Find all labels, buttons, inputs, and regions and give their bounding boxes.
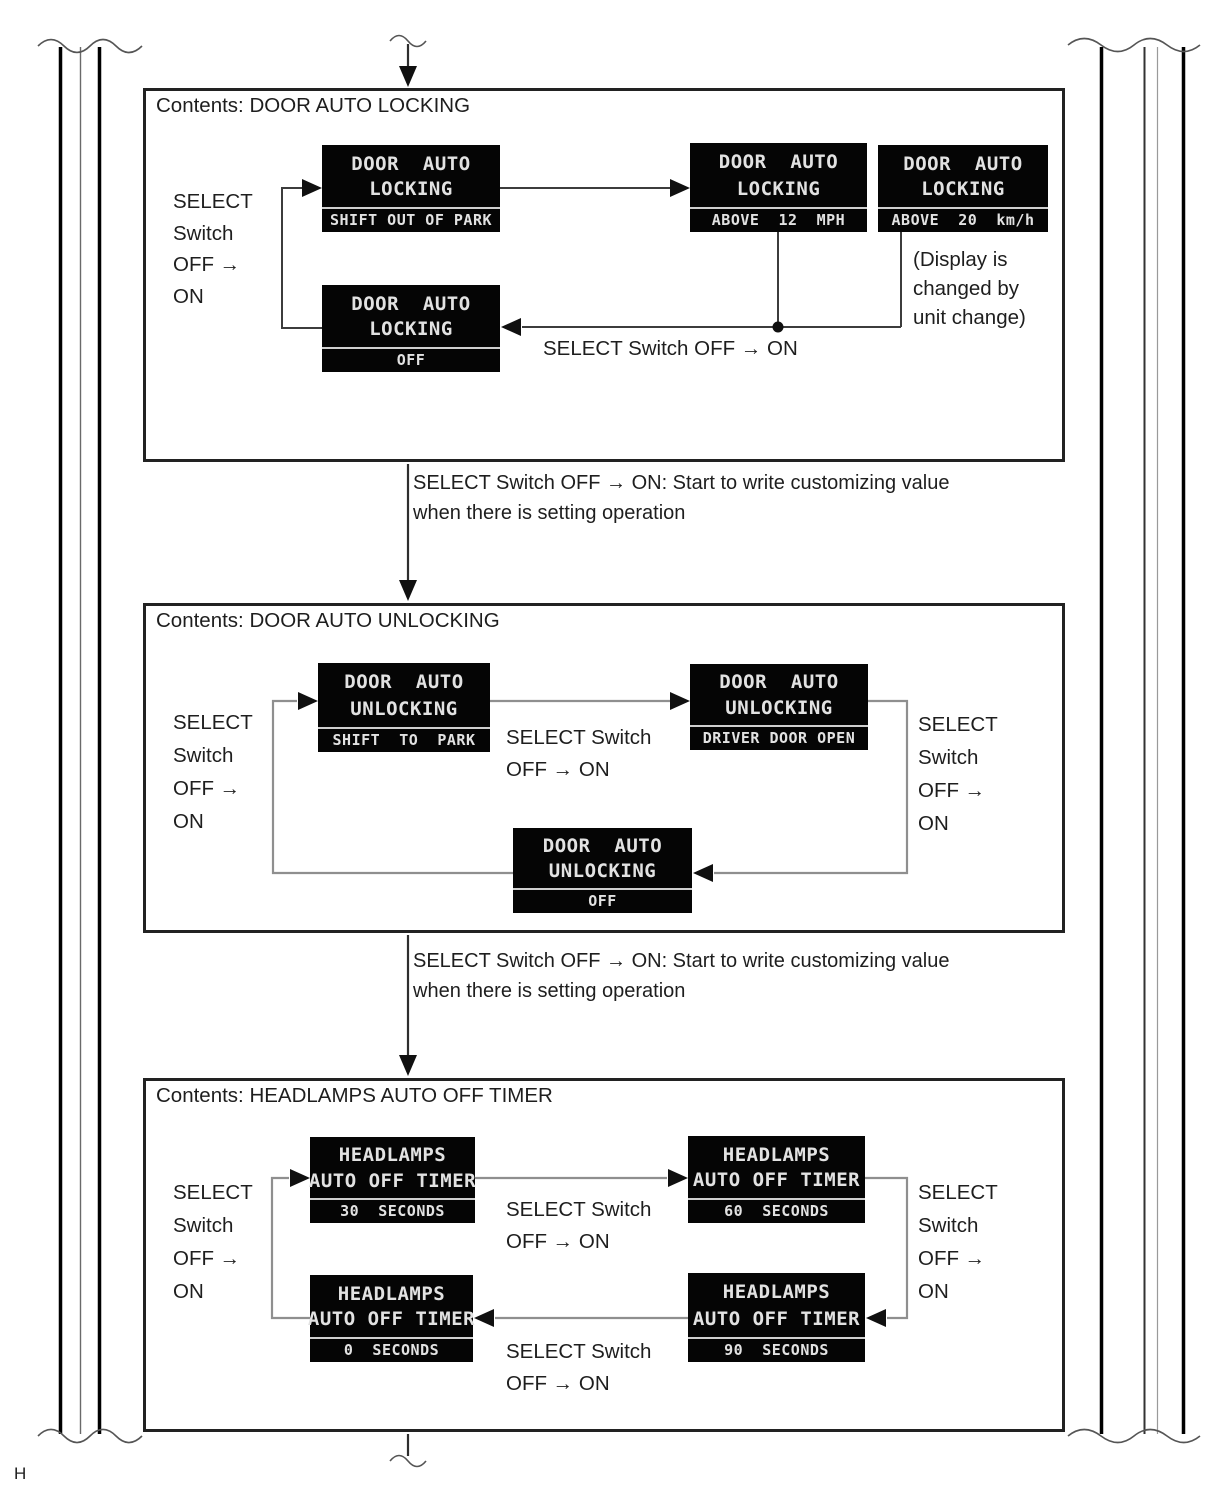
box-headlamps-auto-off-timer xyxy=(143,1078,1065,1432)
select-switch-label: SELECT Switch OFF → ON xyxy=(506,726,652,781)
arrow-right-icon xyxy=(670,692,690,710)
display-line: DOOR AUTO xyxy=(344,671,464,694)
lcd-display: DOOR AUTO LOCKING OFF xyxy=(322,285,500,372)
lcd-display: HEADLAMPS AUTO OFF TIMER 0 SECONDS xyxy=(307,1275,476,1362)
break-squiggle-icon xyxy=(1067,1428,1201,1444)
display-line: HEADLAMPS xyxy=(722,1281,831,1304)
lcd-display: DOOR AUTO UNLOCKING DRIVER DOOR OPEN xyxy=(690,664,868,750)
break-squiggle-icon xyxy=(1067,37,1201,53)
display-line: AUTO OFF TIMER xyxy=(692,1307,861,1330)
arrow-right-icon xyxy=(290,1169,310,1187)
display-line: LOCKING xyxy=(736,177,821,200)
lcd-display: HEADLAMPS AUTO OFF TIMER 90 SECONDS xyxy=(688,1273,865,1362)
display-line: DOOR AUTO xyxy=(718,151,839,174)
junction-dot xyxy=(772,321,784,333)
arrow-left-icon xyxy=(693,864,713,882)
display-line: UNLOCKING xyxy=(725,696,833,719)
unit-change-note: (Display is changed by unit change) xyxy=(913,248,1026,329)
display-value: DRIVER DOOR OPEN xyxy=(702,729,856,747)
display-value: SHIFT TO PARK xyxy=(332,731,476,749)
lcd-display: DOOR AUTO LOCKING SHIFT OUT OF PARK xyxy=(322,145,500,232)
flow-spine xyxy=(389,34,427,1468)
display-value: ABOVE 12 MPH xyxy=(711,211,846,229)
display-line: AUTO OFF TIMER xyxy=(308,1169,477,1192)
connectors-box2 xyxy=(271,692,909,882)
select-switch-label: SELECT Switch OFF → ON xyxy=(543,337,798,360)
display-line: HEADLAMPS xyxy=(722,1143,831,1166)
arrow-right-icon xyxy=(298,692,318,710)
lcd-display: HEADLAMPS AUTO OFF TIMER 30 SECONDS xyxy=(308,1137,477,1223)
arrow-right-icon xyxy=(302,179,322,197)
lcd-display: HEADLAMPS AUTO OFF TIMER 60 SECONDS xyxy=(688,1136,865,1223)
break-squiggle-icon xyxy=(389,34,427,48)
display-value: 0 SECONDS xyxy=(343,1341,440,1359)
display-line: AUTO OFF TIMER xyxy=(307,1308,476,1331)
display-line: DOOR AUTO xyxy=(351,152,471,175)
box-door-auto-locking xyxy=(143,88,1065,462)
select-switch-label: SELECT Switch OFF → ON xyxy=(918,1181,998,1303)
display-line: HEADLAMPS xyxy=(337,1282,446,1305)
display-line: HEADLAMPS xyxy=(338,1144,447,1167)
arrow-left-icon xyxy=(866,1309,886,1327)
box-title: Contents: DOOR AUTO UNLOCKING xyxy=(156,609,500,632)
break-squiggle-icon xyxy=(37,1428,143,1444)
display-line: UNLOCKING xyxy=(548,860,657,882)
select-switch-label: SELECT Switch OFF → ON xyxy=(173,190,253,308)
lcd-display: DOOR AUTO UNLOCKING OFF xyxy=(513,828,692,913)
arrow-left-icon xyxy=(501,318,521,336)
flow-note: SELECT Switch OFF → ON: Start to write c… xyxy=(413,472,950,524)
display-line: LOCKING xyxy=(921,178,1005,201)
arrow-right-icon xyxy=(670,179,690,197)
select-switch-label: SELECT Switch OFF → ON xyxy=(506,1340,652,1395)
page-edge-marks-left xyxy=(37,38,143,1444)
arrow-down-icon xyxy=(399,66,417,87)
select-switch-label: SELECT Switch OFF → ON xyxy=(173,1181,253,1303)
arrow-down-icon xyxy=(399,580,417,601)
page-footer-letter: H xyxy=(14,1464,27,1483)
display-value: 60 SECONDS xyxy=(724,1202,829,1220)
display-line: AUTO OFF TIMER xyxy=(692,1169,861,1192)
lcd-display: DOOR AUTO LOCKING ABOVE 20 km/h xyxy=(878,145,1048,232)
box-title: Contents: HEADLAMPS AUTO OFF TIMER xyxy=(156,1084,553,1107)
display-line: DOOR AUTO xyxy=(351,292,471,315)
display-value: 30 SECONDS xyxy=(340,1202,445,1220)
break-squiggle-icon xyxy=(389,1454,427,1468)
display-line: UNLOCKING xyxy=(350,697,458,720)
display-line: DOOR AUTO xyxy=(719,671,839,694)
connectors-box3 xyxy=(270,1169,909,1327)
display-line: LOCKING xyxy=(369,318,453,341)
display-line: LOCKING xyxy=(369,178,453,201)
arrow-right-icon xyxy=(668,1169,688,1187)
display-line: DOOR AUTO xyxy=(542,835,663,857)
lcd-display: DOOR AUTO UNLOCKING SHIFT TO PARK xyxy=(318,663,490,752)
box-title: Contents: DOOR AUTO LOCKING xyxy=(156,94,471,117)
page-edge-marks-right xyxy=(1067,37,1201,1444)
flow-note: SELECT Switch OFF → ON: Start to write c… xyxy=(413,950,950,1002)
display-value: OFF xyxy=(588,892,617,910)
arrow-down-icon xyxy=(399,1055,417,1076)
break-squiggle-icon xyxy=(37,38,143,54)
arrow-left-icon xyxy=(474,1309,494,1327)
display-value: 90 SECONDS xyxy=(724,1341,829,1359)
display-line: DOOR AUTO xyxy=(903,152,1023,175)
display-value: SHIFT OUT OF PARK xyxy=(329,211,493,229)
display-value: OFF xyxy=(396,351,426,369)
lcd-display: DOOR AUTO LOCKING ABOVE 12 MPH xyxy=(690,143,867,232)
box-door-auto-unlocking xyxy=(143,603,1065,933)
connectors-box1 xyxy=(281,179,902,336)
select-switch-label: SELECT Switch OFF → ON xyxy=(173,711,253,833)
select-switch-label: SELECT Switch OFF → ON xyxy=(506,1198,652,1253)
display-value: ABOVE 20 km/h xyxy=(891,211,1035,229)
select-switch-label: SELECT Switch OFF → ON xyxy=(918,713,998,835)
